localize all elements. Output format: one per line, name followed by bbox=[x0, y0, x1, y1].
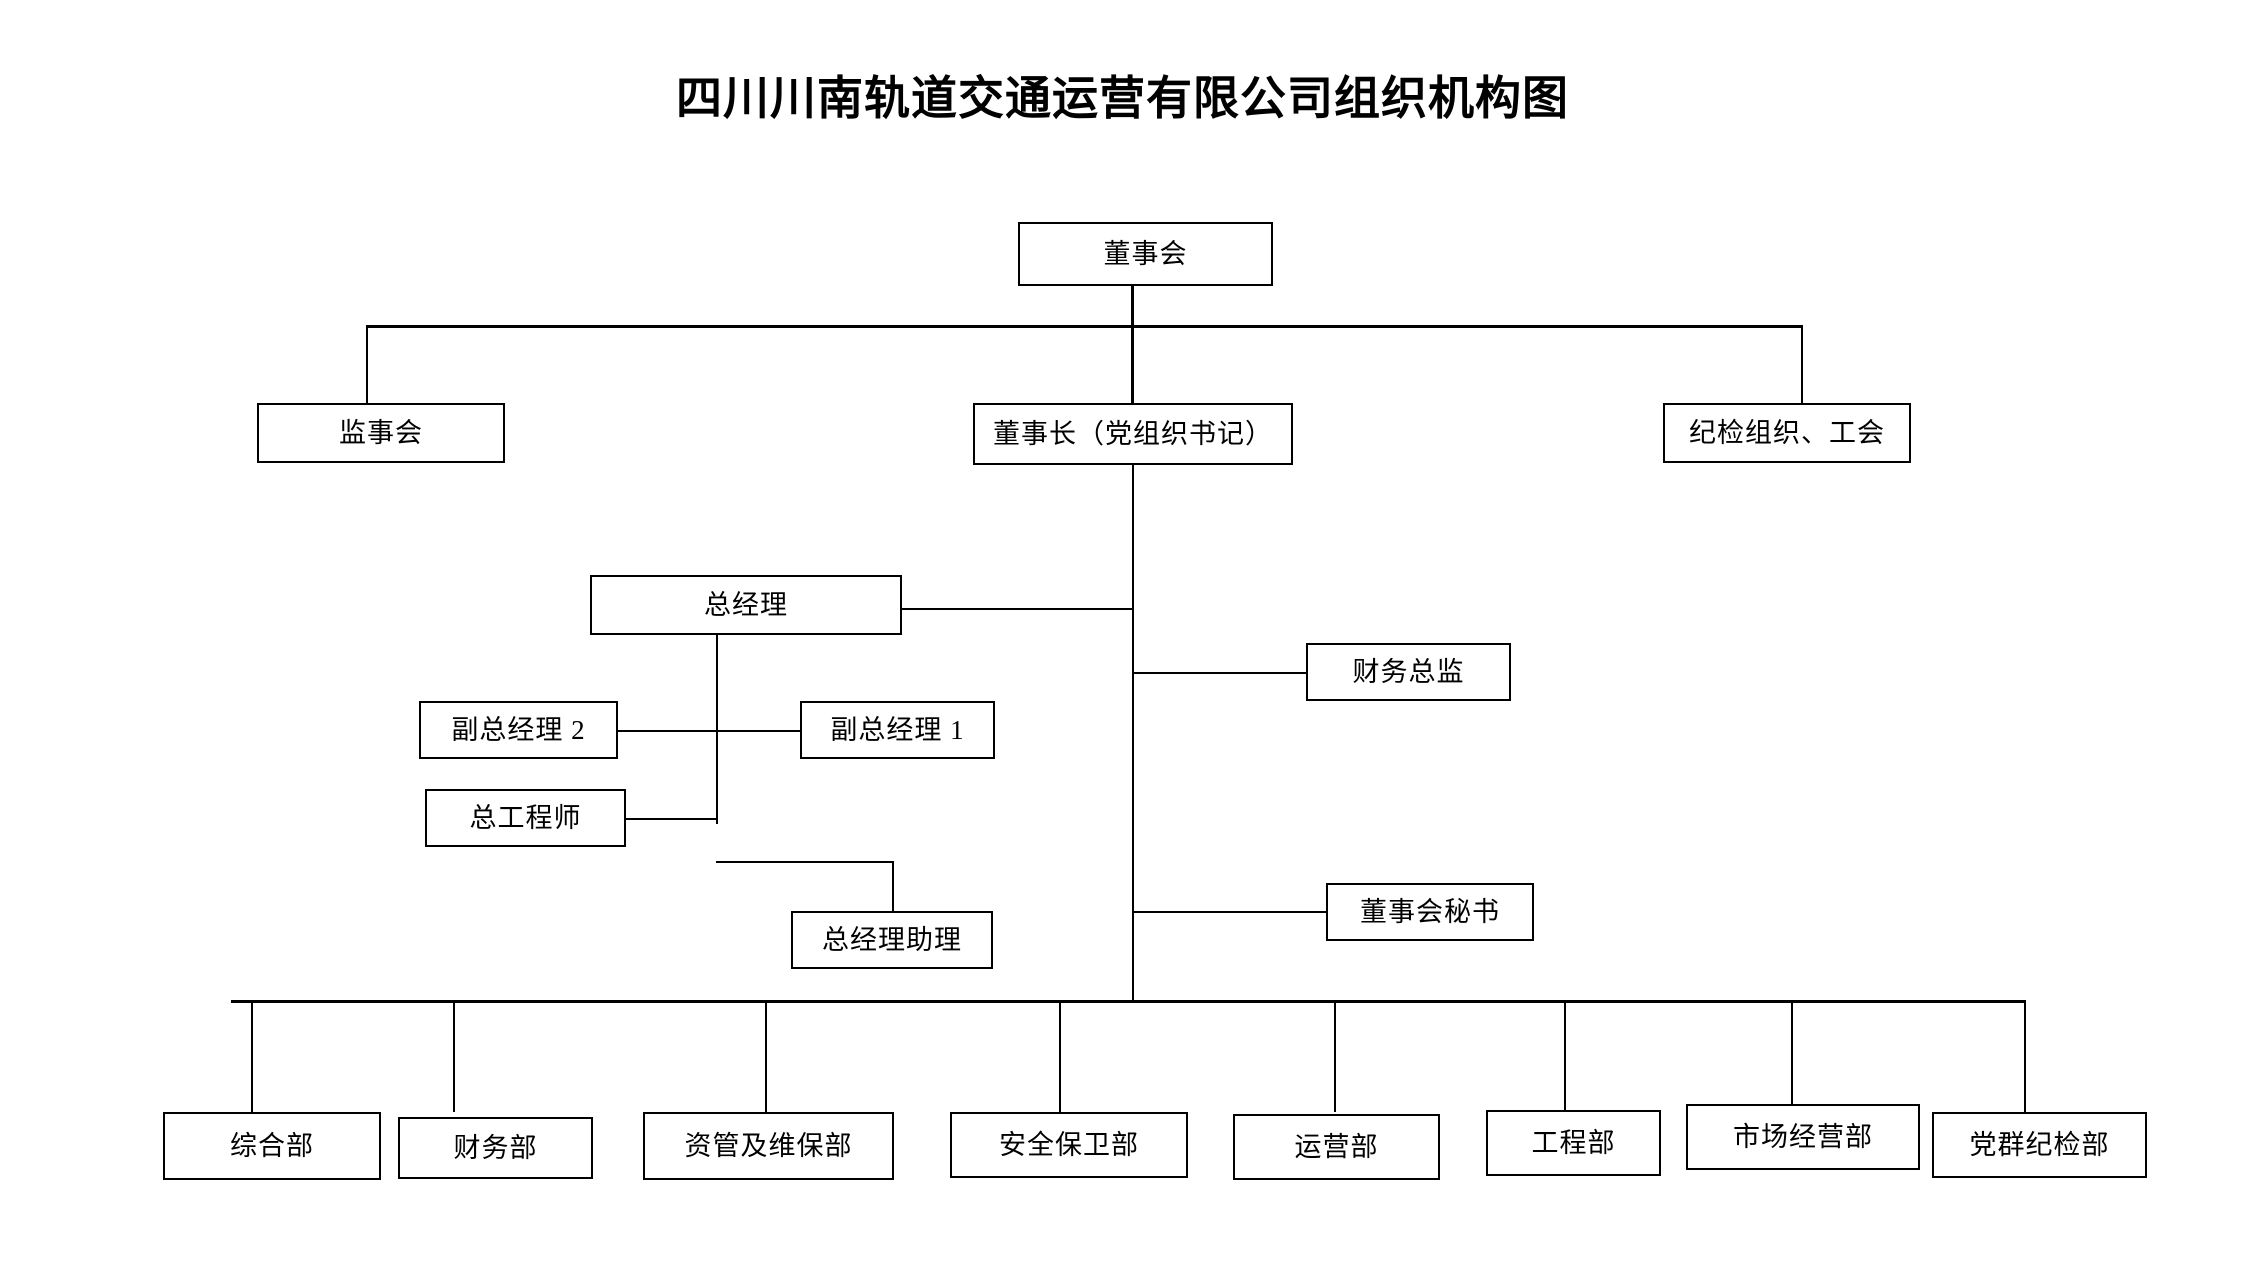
connector-spine-to-gm bbox=[900, 608, 1134, 610]
node-label: 副总经理 1 bbox=[830, 714, 965, 745]
node-label: 财务部 bbox=[453, 1132, 538, 1163]
node-department-5[interactable]: 运营部 bbox=[1233, 1114, 1440, 1180]
node-department-3[interactable]: 资管及维保部 bbox=[643, 1112, 894, 1180]
connector-spine-to-cfo bbox=[1132, 672, 1307, 674]
node-deputy-gm-2[interactable]: 副总经理 2 bbox=[419, 701, 618, 759]
node-label: 综合部 bbox=[230, 1130, 314, 1161]
node-department-8[interactable]: 党群纪检部 bbox=[1932, 1112, 2147, 1178]
node-department-1[interactable]: 综合部 bbox=[163, 1112, 381, 1180]
connector-assistant-elbow-v bbox=[892, 861, 894, 913]
node-label: 副总经理 2 bbox=[451, 714, 586, 745]
node-label: 董事会秘书 bbox=[1360, 896, 1500, 927]
node-department-2[interactable]: 财务部 bbox=[398, 1117, 593, 1179]
page-title: 四川川南轨道交通运营有限公司组织机构图 bbox=[676, 72, 1569, 124]
node-board-secretary[interactable]: 董事会秘书 bbox=[1326, 883, 1534, 941]
node-label: 总经理 bbox=[704, 589, 788, 620]
connector-dept-drop-2 bbox=[453, 1000, 455, 1112]
connector-bus-to-supervisors bbox=[366, 325, 368, 403]
connector-deputy-row bbox=[617, 730, 802, 732]
node-label: 总工程师 bbox=[469, 802, 582, 833]
connector-board-to-bus bbox=[1131, 285, 1134, 327]
node-department-6[interactable]: 工程部 bbox=[1486, 1110, 1661, 1176]
node-board-of-supervisors[interactable]: 监事会 bbox=[257, 403, 505, 463]
node-label: 资管及维保部 bbox=[684, 1130, 853, 1161]
node-label: 财务总监 bbox=[1352, 656, 1465, 687]
connector-dept-drop-3 bbox=[765, 1000, 767, 1112]
connector-dept-drop-8 bbox=[2024, 1000, 2026, 1112]
connector-spine-to-secretary bbox=[1132, 911, 1327, 913]
node-department-4[interactable]: 安全保卫部 bbox=[950, 1112, 1188, 1178]
connector-dept-drop-4 bbox=[1059, 1000, 1061, 1112]
connector-chairman-spine bbox=[1132, 462, 1134, 1002]
node-label: 监事会 bbox=[339, 417, 423, 448]
node-general-manager[interactable]: 总经理 bbox=[590, 575, 902, 635]
node-department-7[interactable]: 市场经营部 bbox=[1686, 1104, 1920, 1170]
node-label: 董事会 bbox=[1103, 238, 1188, 269]
node-cfo[interactable]: 财务总监 bbox=[1306, 643, 1511, 701]
connector-dept-drop-7 bbox=[1791, 1000, 1793, 1104]
node-chairman[interactable]: 董事长（党组织书记） bbox=[973, 403, 1293, 465]
node-label: 工程部 bbox=[1531, 1127, 1616, 1158]
connector-dept-drop-1 bbox=[251, 1000, 253, 1112]
connector-bus-to-chairman bbox=[1131, 325, 1134, 403]
node-gm-assistant[interactable]: 总经理助理 bbox=[791, 911, 993, 969]
node-chief-engineer[interactable]: 总工程师 bbox=[425, 789, 626, 847]
node-label: 安全保卫部 bbox=[999, 1129, 1139, 1160]
connector-bus-level2 bbox=[366, 325, 1803, 328]
connector-bus-to-discipline bbox=[1801, 325, 1803, 403]
connector-assistant-elbow-h bbox=[716, 861, 894, 863]
node-discipline-union[interactable]: 纪检组织、工会 bbox=[1663, 403, 1911, 463]
node-label: 总经理助理 bbox=[822, 924, 962, 955]
node-board-of-directors[interactable]: 董事会 bbox=[1018, 222, 1273, 286]
node-label: 董事长（党组织书记） bbox=[993, 418, 1273, 449]
connector-bus-departments bbox=[231, 1000, 2026, 1003]
node-label: 纪检组织、工会 bbox=[1689, 417, 1885, 448]
node-deputy-gm-1[interactable]: 副总经理 1 bbox=[800, 701, 995, 759]
connector-chief-engineer bbox=[625, 818, 718, 820]
connector-dept-drop-5 bbox=[1334, 1000, 1336, 1112]
node-label: 市场经营部 bbox=[1733, 1121, 1873, 1152]
node-label: 运营部 bbox=[1294, 1131, 1379, 1162]
connector-dept-drop-6 bbox=[1564, 1000, 1566, 1110]
node-label: 党群纪检部 bbox=[1969, 1129, 2110, 1160]
connector-gm-stem bbox=[716, 634, 718, 824]
